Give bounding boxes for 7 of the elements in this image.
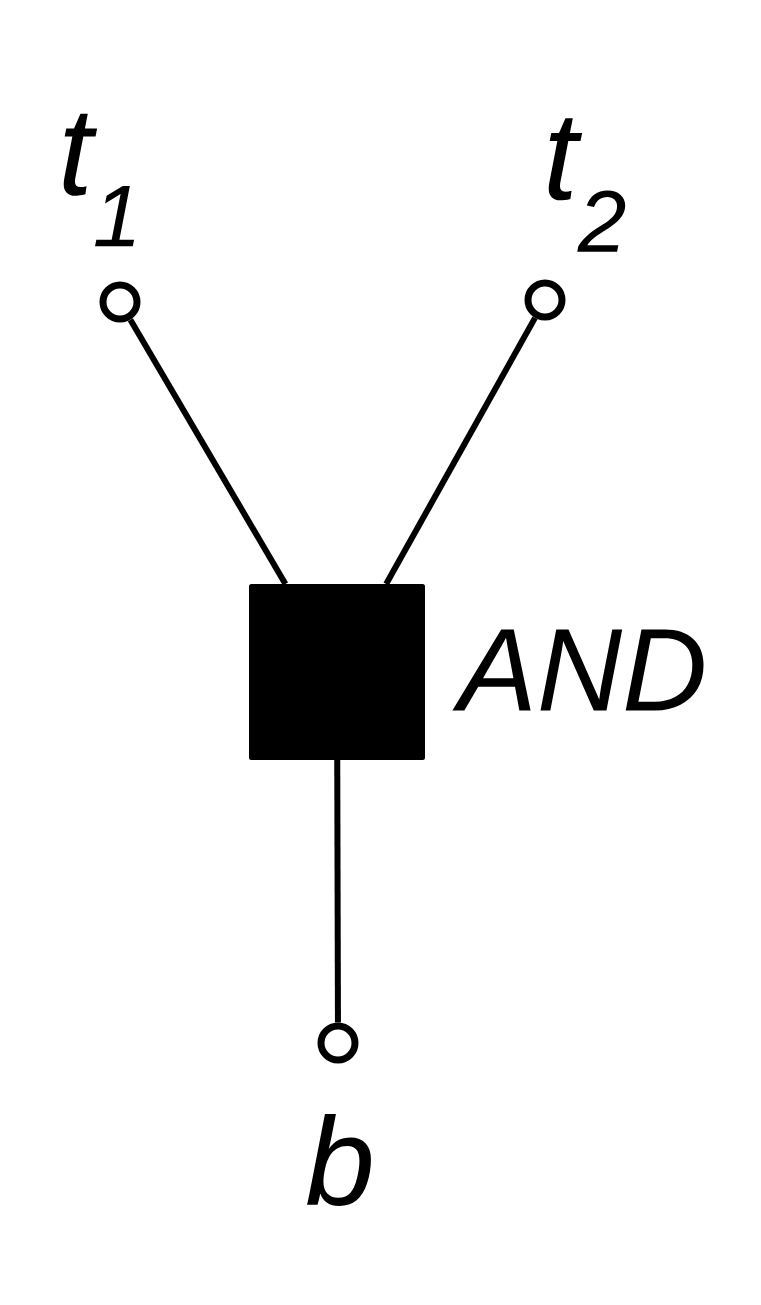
terminal-label: t$_{1}$ <box>63 113 135 247</box>
terminal-label: t$_{2}$ <box>548 118 626 252</box>
connector-line <box>334 760 341 1023</box>
connector-line <box>127 318 288 586</box>
gate-label: AND <box>452 629 704 711</box>
connector-line <box>383 316 538 586</box>
terminal-label: b <box>307 1114 371 1206</box>
